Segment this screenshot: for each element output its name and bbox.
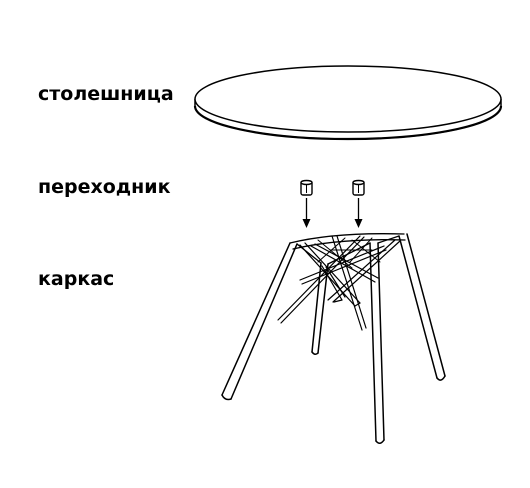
- tabletop-illustration: [193, 65, 503, 141]
- frame-label: каркас: [38, 268, 115, 290]
- adapter-label: переходник: [38, 176, 171, 198]
- adapter-right: [352, 179, 365, 196]
- tabletop-label: столешница: [38, 83, 174, 105]
- arrow-left-icon: [302, 198, 311, 228]
- frame-illustration: [221, 233, 446, 444]
- arrow-right-icon: [354, 198, 363, 228]
- adapter-left: [300, 179, 313, 196]
